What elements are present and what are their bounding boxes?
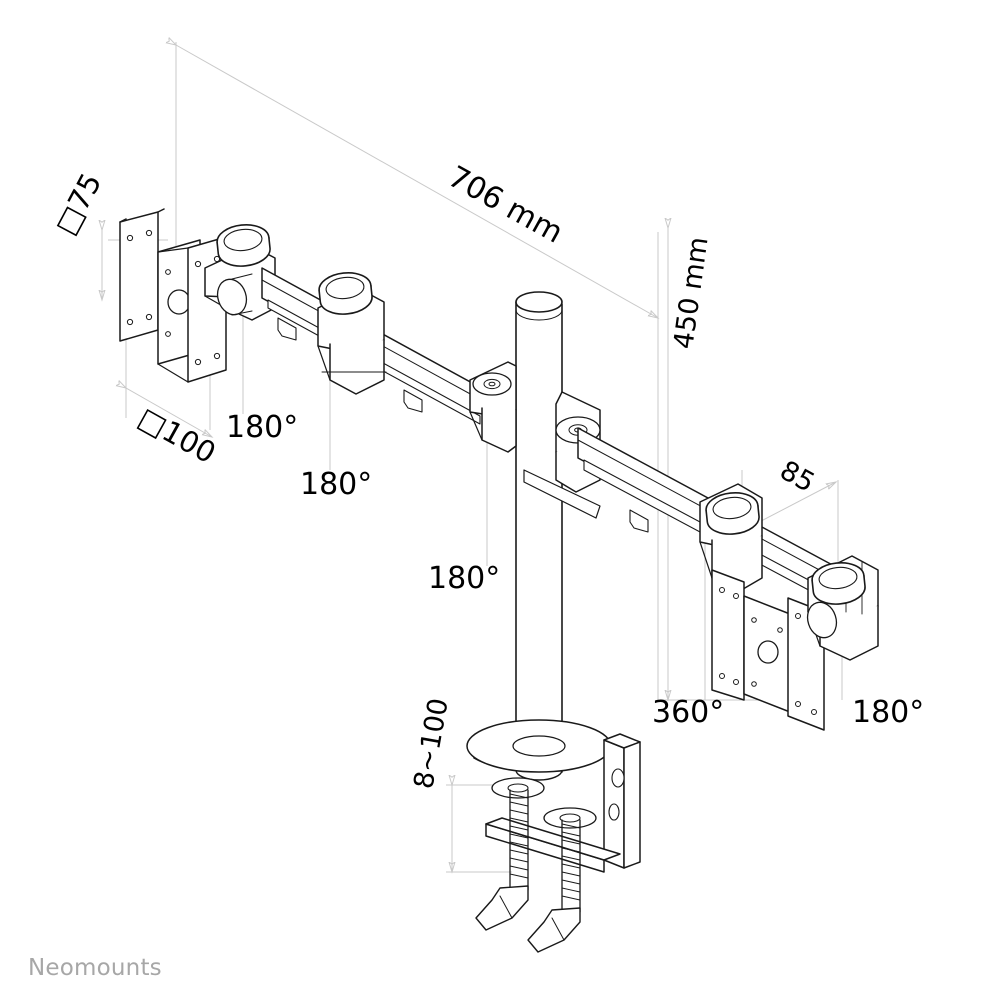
callout-180-left-arm: 180° xyxy=(300,467,372,502)
dimension-85: 85 xyxy=(775,455,820,499)
left-mid-joint xyxy=(316,269,387,395)
right-vesa-plate xyxy=(711,569,825,731)
callout-180-pole: 180° xyxy=(428,561,500,596)
callout-180-right-tilt: 180° xyxy=(852,695,924,730)
callout-360-pole: 360° xyxy=(652,695,724,730)
brand-watermark: Neomounts xyxy=(28,955,162,981)
dimension-vesa-75: □75 xyxy=(48,168,108,241)
callout-180-left-tilt: 180° xyxy=(226,410,298,445)
dimension-vesa-100: □100 xyxy=(133,400,222,470)
right-mid-joint xyxy=(699,483,763,593)
left-tilt-joint xyxy=(204,221,276,321)
desk-clamp xyxy=(466,719,641,953)
rotation-labels: 180° 180° 180° 360° 180° xyxy=(226,410,924,730)
left-vesa-plate xyxy=(119,208,227,383)
dim-line-100 xyxy=(126,388,212,437)
dimension-450mm: 450 mm xyxy=(668,235,714,351)
pole-collar-upper xyxy=(469,361,517,453)
dim-line-706 xyxy=(176,45,658,318)
dimension-706mm: 706 mm xyxy=(442,159,569,250)
right-tilt-joint xyxy=(806,555,879,661)
dimension-clamp-range: 8~100 xyxy=(408,696,454,791)
product-illustration xyxy=(119,208,879,953)
center-pole xyxy=(515,291,563,781)
